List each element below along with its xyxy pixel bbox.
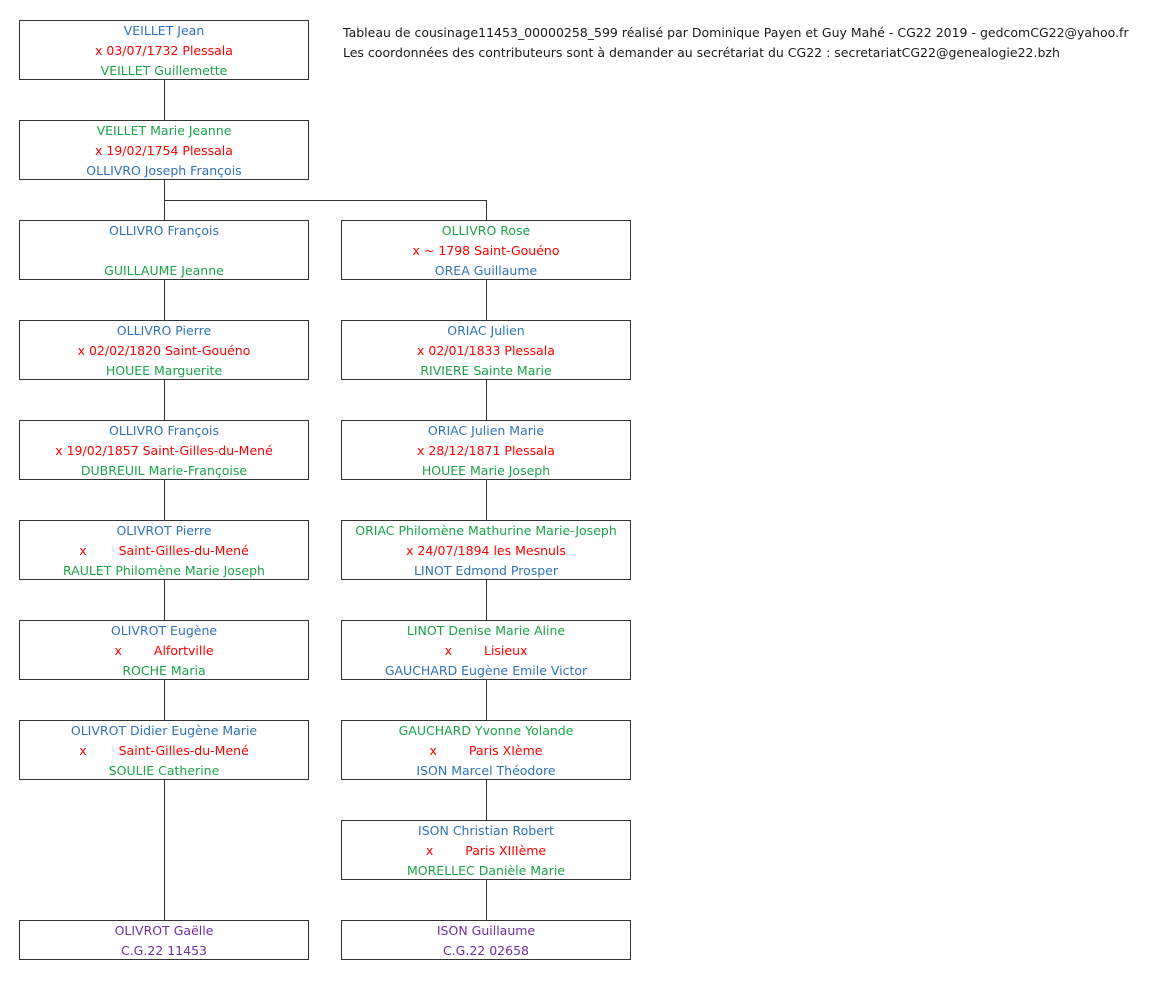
connector-right-7	[486, 880, 487, 920]
connector-right-6	[486, 780, 487, 820]
spouse-name: SOULIE Catherine	[108, 763, 220, 778]
descendant-name: OLIVROT Gaëlle	[114, 923, 214, 938]
person-name: GAUCHARD Yvonne Yolande	[398, 723, 574, 738]
marriage-x: x	[79, 743, 87, 758]
marriage-place: Saint-Gilles-du-Mené	[118, 743, 249, 758]
marriage-x: x	[114, 643, 122, 658]
right-box-7: ISON Christian Robert x Paris XIIIème MOR…	[341, 820, 631, 880]
connector-left-6	[164, 780, 165, 920]
header-credits: Tableau de cousinage11453_00000258_599 r…	[343, 23, 1129, 63]
header-line-2: Les coordonnées des contributeurs sont à…	[343, 45, 1060, 60]
root-box-2: VEILLET Marie Jeanne x 19/02/1754 Plessa…	[19, 120, 309, 180]
marriage-info: x Lisieux	[342, 641, 630, 661]
spouse-name: GAUCHARD Eugène Emile Victor	[384, 663, 588, 678]
right-box-5: LINOT Denise Marie Aline x Lisieux GAUCHA…	[341, 620, 631, 680]
right-box-2: ORIAC Julien x 02/01/1833 Plessala RIVIE…	[341, 320, 631, 380]
person-name: OLIVROT Eugène	[110, 623, 218, 638]
spouse-name: DUBREUIL Marie-Françoise	[80, 463, 248, 478]
marriage-place: Paris XIIIème	[465, 843, 547, 858]
marriage-x: x	[429, 743, 437, 758]
marriage-info: x Paris XIIIème	[342, 841, 630, 861]
spouse-name: HOUEE Marie Joseph	[421, 463, 551, 478]
connector-left-5	[164, 680, 165, 720]
right-box-6: GAUCHARD Yvonne Yolande x Paris XIème ISO…	[341, 720, 631, 780]
marriage-info: x 28/12/1871 Plessala	[417, 443, 555, 458]
person-name: VEILLET Jean	[123, 23, 205, 38]
left-box-1: OLLIVRO François GUILLAUME Jeanne	[19, 220, 309, 280]
spouse-name: GUILLAUME Jeanne	[104, 263, 224, 278]
left-box-2: OLLIVRO Pierre x 02/02/1820 Saint-Gouéno…	[19, 320, 309, 380]
right-box-1: OLLIVRO Rose x ~ 1798 Saint-Gouéno OREA …	[341, 220, 631, 280]
spouse-name: MORELLEC Danièle Marie	[407, 863, 565, 878]
person-name: VEILLET Marie Jeanne	[96, 123, 232, 138]
person-name: ORIAC Julien Marie	[427, 423, 545, 438]
marriage-place: Lisieux	[483, 643, 528, 658]
marriage-info: x 03/07/1732 Plessala	[95, 43, 233, 58]
connector-branch	[164, 200, 487, 201]
marriage-info: x 02/02/1820 Saint-Gouéno	[77, 343, 251, 358]
marriage-place: Paris XIème	[468, 743, 543, 758]
right-box-4: ORIAC Philomène Mathurine Marie-Joseph x…	[341, 520, 631, 580]
marriage-info: x Saint-Gilles-du-Mené	[20, 541, 308, 561]
connector-root-1	[164, 80, 165, 120]
descendant-code: C.G.22 11453	[120, 943, 207, 958]
descendant-code: C.G.22 02658	[442, 943, 529, 958]
spouse-name: VEILLET Guillemette	[100, 63, 228, 78]
root-box-1: VEILLET Jean x 03/07/1732 Plessala VEILL…	[19, 20, 309, 80]
marriage-place: Alfortville	[153, 643, 214, 658]
marriage-info: x 02/01/1833 Plessala	[417, 343, 555, 358]
marriage-place: Saint-Gilles-du-Mené	[118, 543, 249, 558]
connector-right-5	[486, 680, 487, 720]
final-box-left: OLIVROT Gaëlle C.G.22 11453	[19, 920, 309, 960]
marriage-x: x	[425, 843, 434, 858]
spouse-name: HOUEE Marguerite	[105, 363, 223, 378]
spouse-name: RAULET Philomène Marie Joseph	[63, 563, 265, 578]
spouse-name: ISON Marcel Théodore	[416, 763, 556, 778]
person-name: OLIVROT Pierre	[116, 523, 212, 538]
right-box-3: ORIAC Julien Marie x 28/12/1871 Plessala…	[341, 420, 631, 480]
left-box-6: OLIVROT Didier Eugène Marie x Saint-Gille…	[19, 720, 309, 780]
descendant-name: ISON Guillaume	[436, 923, 536, 938]
person-name: OLLIVRO Pierre	[116, 323, 212, 338]
person-name: OLLIVRO François	[108, 423, 219, 438]
connector-left-1	[164, 280, 165, 320]
marriage-x: x	[444, 643, 452, 658]
marriage-x: x	[79, 543, 87, 558]
person-name: ORIAC Philomène Mathurine Marie-Joseph	[355, 523, 617, 538]
person-name: OLIVROT Didier Eugène Marie	[70, 723, 258, 738]
connector-left-4	[164, 580, 165, 620]
left-box-5: OLIVROT Eugène x Alfortville ROCHE Maria	[19, 620, 309, 680]
connector-right-4	[486, 580, 487, 620]
connector-left-2	[164, 380, 165, 420]
left-box-3: OLLIVRO François x 19/02/1857 Saint-Gill…	[19, 420, 309, 480]
person-name: ISON Christian Robert	[418, 823, 554, 838]
connector-right-3	[486, 480, 487, 520]
connector-right-1	[486, 280, 487, 320]
marriage-info	[20, 241, 308, 261]
marriage-info: x 19/02/1754 Plessala	[95, 143, 233, 158]
connector-branch-right	[486, 200, 487, 220]
spouse-name: OREA Guillaume	[434, 263, 538, 278]
final-box-right: ISON Guillaume C.G.22 02658	[341, 920, 631, 960]
person-name: OLLIVRO François	[108, 223, 219, 238]
spouse-name: RIVIERE Sainte Marie	[420, 363, 552, 378]
spouse-name: ROCHE Maria	[122, 663, 206, 678]
connector-left-3	[164, 480, 165, 520]
connector-right-2	[486, 380, 487, 420]
marriage-info: x 24/07/1894 les Mesnuls	[406, 543, 566, 558]
marriage-info: x Alfortville	[20, 641, 308, 661]
marriage-info: x Paris XIème	[342, 741, 630, 761]
person-name: LINOT Denise Marie Aline	[406, 623, 566, 638]
marriage-info: x ~ 1798 Saint-Gouéno	[412, 243, 560, 258]
marriage-info: x Saint-Gilles-du-Mené	[20, 741, 308, 761]
marriage-info: x 19/02/1857 Saint-Gilles-du-Mené	[55, 443, 273, 458]
person-name: OLLIVRO Rose	[441, 223, 531, 238]
spouse-name: LINOT Edmond Prosper	[413, 563, 559, 578]
left-box-4: OLIVROT Pierre x Saint-Gilles-du-Mené RAU…	[19, 520, 309, 580]
spouse-name: OLLIVRO Joseph François	[86, 163, 242, 178]
person-name: ORIAC Julien	[447, 323, 525, 338]
header-line-1: Tableau de cousinage11453_00000258_599 r…	[343, 25, 1129, 40]
